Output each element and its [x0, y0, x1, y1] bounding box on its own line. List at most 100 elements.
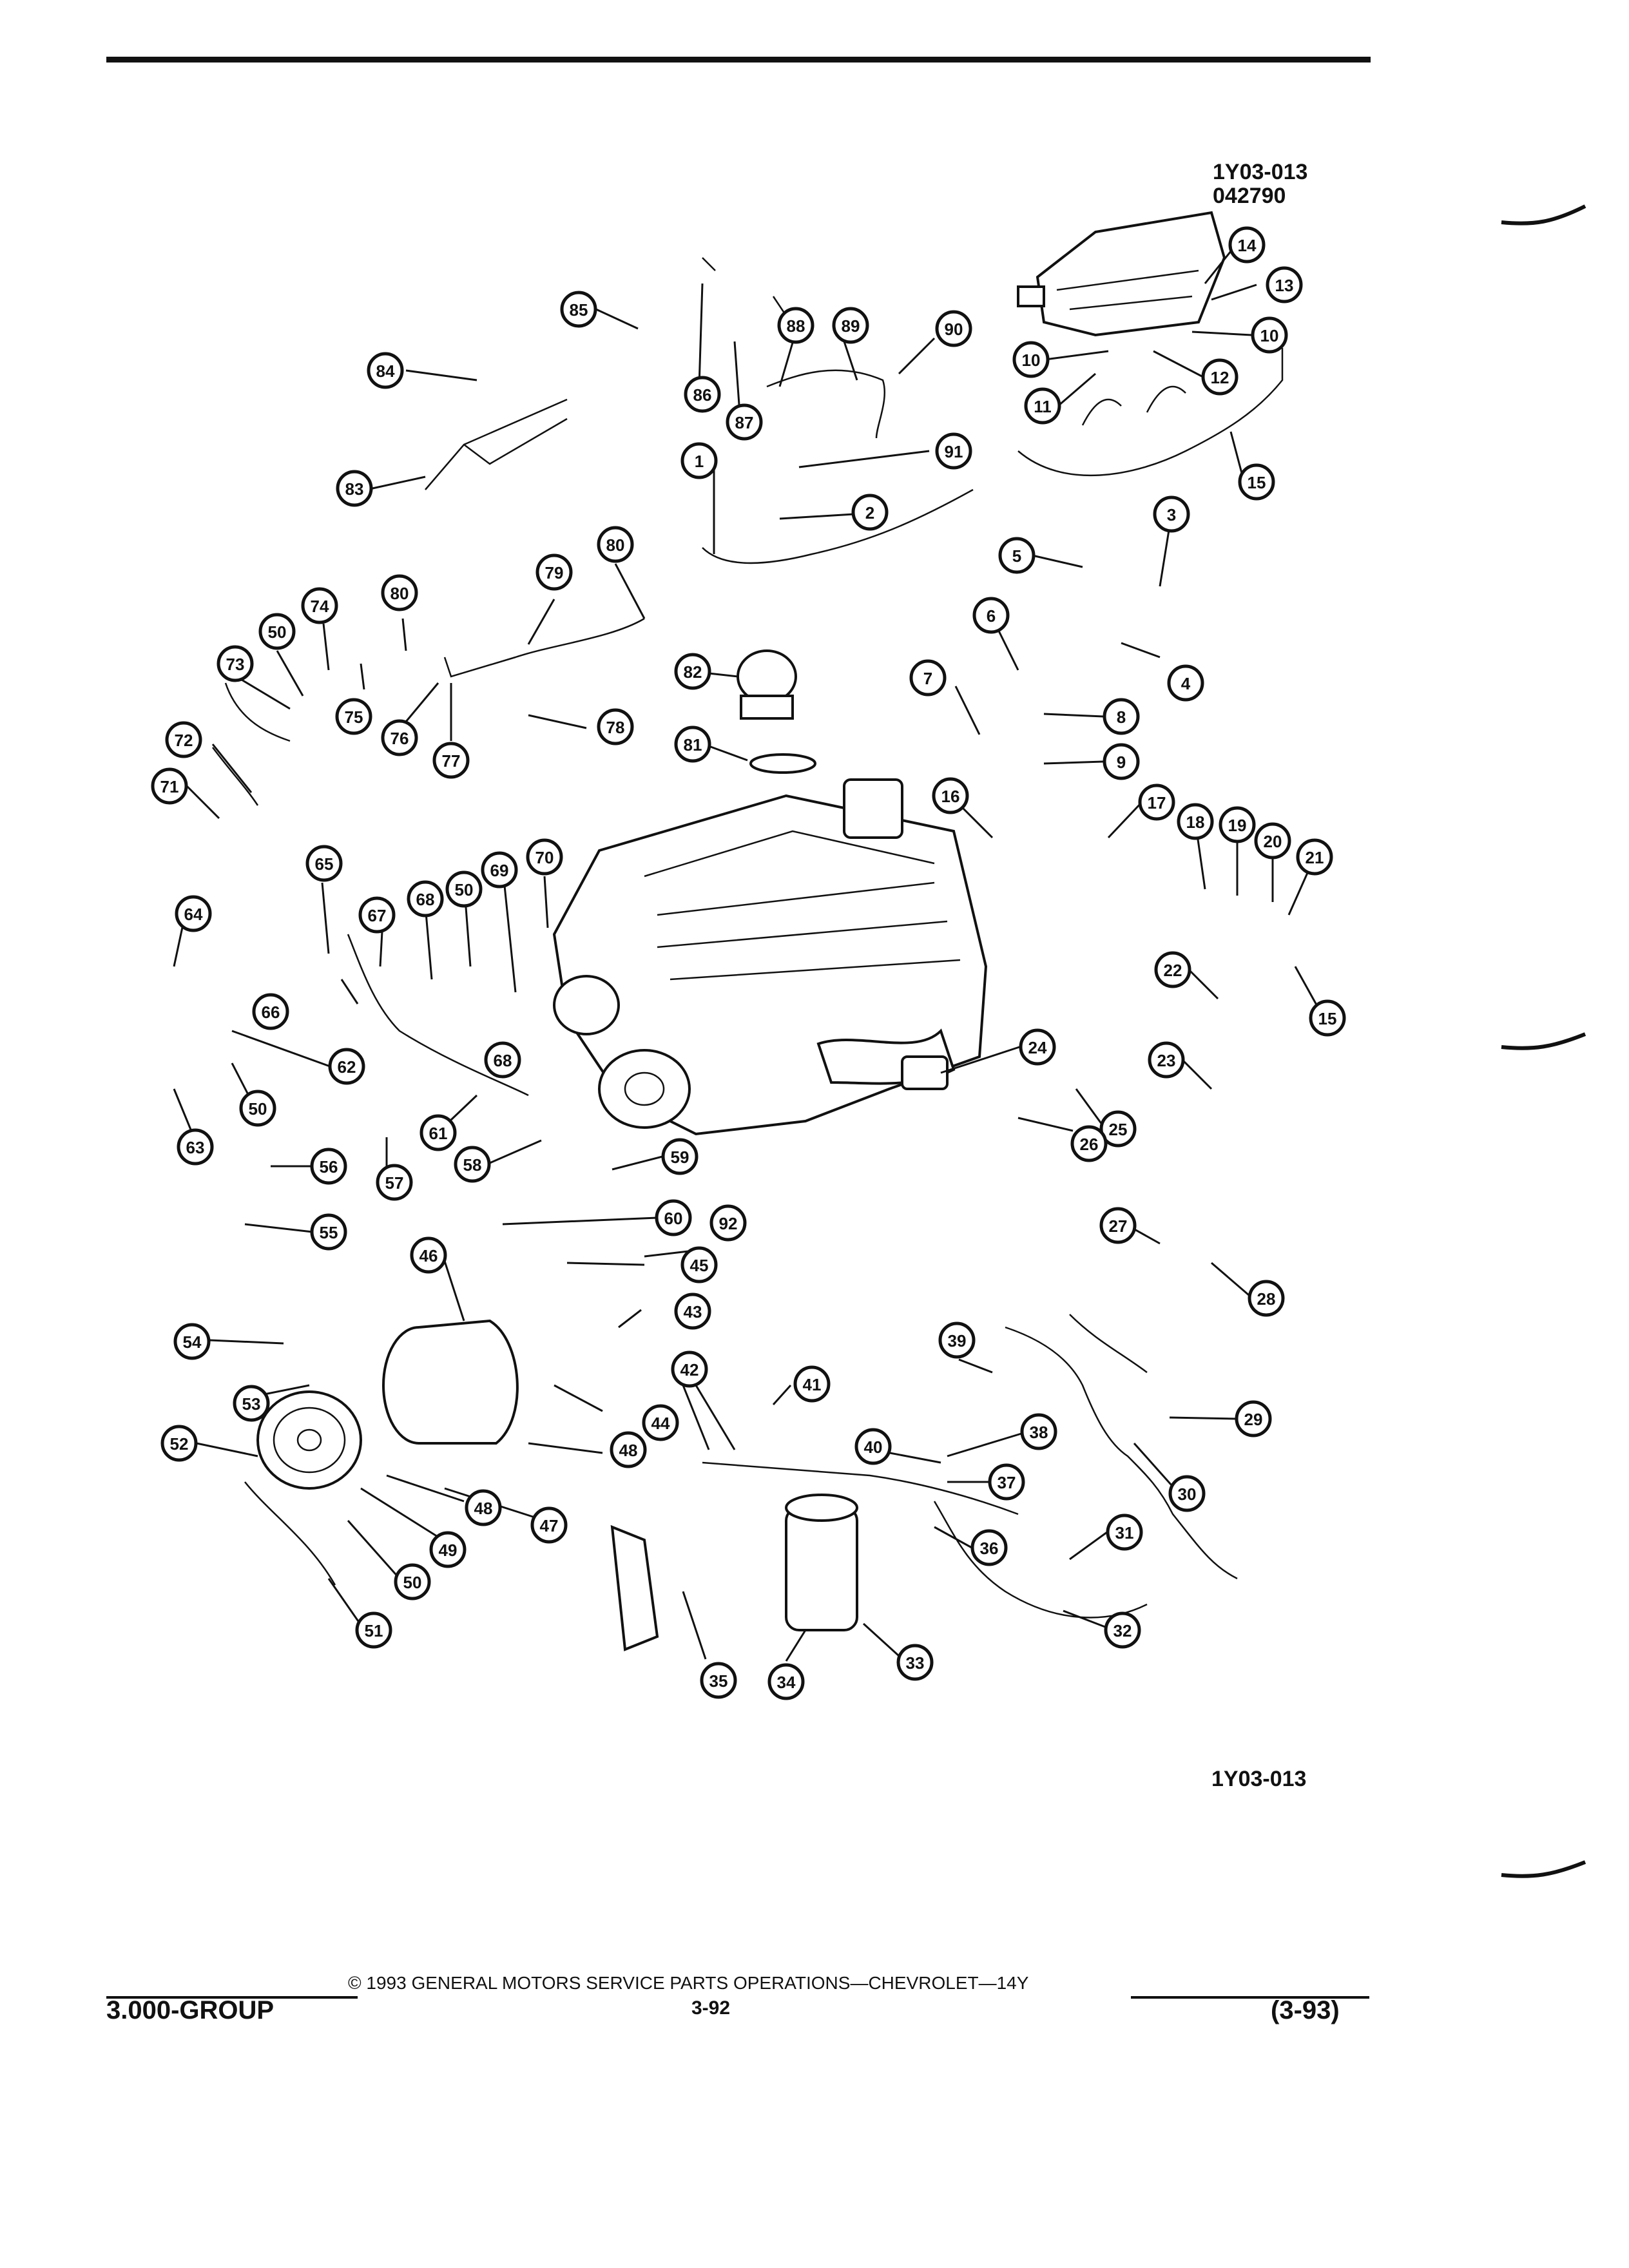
callout-90: 90 — [935, 310, 972, 347]
callout-69: 69 — [481, 851, 518, 889]
callout-number: 10 — [1022, 351, 1041, 370]
callout-50b: 50 — [239, 1090, 276, 1127]
canister-bracket-drawing — [610, 1524, 659, 1651]
callout-number: 9 — [1117, 753, 1126, 772]
callout-number: 48 — [619, 1441, 638, 1460]
callout-number: 80 — [390, 584, 409, 603]
callout-52: 52 — [160, 1425, 198, 1462]
callout-number: 64 — [184, 905, 203, 924]
callout-31: 31 — [1106, 1514, 1143, 1551]
callout-number: 82 — [684, 662, 702, 682]
footer-rule-right — [1131, 1996, 1369, 1999]
callout-number: 7 — [923, 669, 932, 688]
callout-73: 73 — [217, 645, 254, 682]
callout-4: 4 — [1167, 664, 1204, 702]
alternator-drawing — [382, 1319, 519, 1445]
callout-number: 15 — [1248, 473, 1266, 492]
callout-24: 24 — [1019, 1028, 1056, 1066]
callout-number: 25 — [1109, 1120, 1128, 1139]
callout-number: 15 — [1318, 1009, 1337, 1028]
callout-7: 7 — [909, 659, 947, 697]
callout-88: 88 — [777, 307, 815, 344]
callout-33: 33 — [896, 1644, 934, 1681]
callout-number: 60 — [664, 1209, 683, 1228]
callout-number: 83 — [345, 479, 364, 499]
callout-16: 16 — [932, 777, 969, 814]
callout-number: 42 — [680, 1360, 699, 1379]
callout-48a: 48 — [610, 1431, 647, 1468]
callout-39: 39 — [938, 1321, 976, 1359]
callout-76: 76 — [381, 719, 418, 756]
callout-85: 85 — [560, 291, 597, 328]
callout-number: 81 — [684, 735, 702, 754]
callout-41: 41 — [793, 1365, 831, 1403]
callout-5: 5 — [998, 537, 1036, 574]
callout-number: 84 — [376, 361, 395, 381]
callout-59: 59 — [661, 1138, 699, 1175]
callout-number: 63 — [186, 1138, 205, 1157]
callout-11: 11 — [1024, 387, 1061, 425]
callout-number: 78 — [606, 718, 625, 737]
callout-number: 37 — [998, 1473, 1016, 1492]
callout-79: 79 — [535, 553, 573, 591]
callout-number: 55 — [320, 1223, 338, 1242]
callout-number: 48 — [474, 1499, 493, 1518]
callout-84: 84 — [367, 352, 404, 389]
callout-14: 14 — [1228, 226, 1266, 264]
callout-3: 3 — [1153, 495, 1190, 533]
callout-number: 59 — [671, 1148, 689, 1167]
callout-35: 35 — [700, 1662, 737, 1699]
callout-number: 79 — [545, 563, 564, 582]
callout-number: 31 — [1115, 1523, 1134, 1542]
callout-10a: 10 — [1251, 316, 1288, 354]
callout-number: 35 — [709, 1671, 728, 1691]
callout-number: 16 — [941, 787, 960, 806]
callout-53: 53 — [233, 1385, 270, 1422]
callout-number: 88 — [787, 316, 805, 336]
callout-19: 19 — [1219, 806, 1256, 843]
transmission-drawing — [1017, 211, 1226, 337]
figure-date-code: 042790 — [1213, 184, 1286, 208]
callout-12: 12 — [1201, 358, 1239, 396]
callout-65: 65 — [305, 845, 343, 882]
callout-number: 36 — [980, 1539, 999, 1558]
callout-number: 8 — [1117, 707, 1126, 727]
engine-assembly-drawing — [552, 778, 988, 1136]
callout-2: 2 — [851, 494, 889, 531]
callout-29: 29 — [1235, 1400, 1272, 1437]
binder-mark-bottom — [1501, 1860, 1586, 1878]
callout-number: 61 — [429, 1124, 448, 1143]
callout-number: 76 — [390, 729, 409, 748]
callout-10b: 10 — [1012, 341, 1050, 378]
callout-89: 89 — [832, 307, 869, 344]
callout-68a: 68 — [407, 880, 444, 918]
callout-number: 3 — [1167, 505, 1176, 524]
callout-number: 19 — [1228, 816, 1247, 835]
callout-78: 78 — [597, 708, 634, 745]
callout-number: 86 — [693, 385, 712, 405]
callout-number: 20 — [1264, 832, 1282, 851]
callout-number: 73 — [226, 655, 245, 674]
callout-56: 56 — [310, 1148, 347, 1185]
callout-number: 68 — [416, 890, 435, 909]
callout-44: 44 — [642, 1404, 679, 1441]
callout-number: 74 — [311, 597, 329, 616]
callout-number: 67 — [368, 906, 387, 925]
callout-number: 65 — [315, 854, 334, 874]
callout-number: 43 — [684, 1302, 702, 1321]
callout-71: 71 — [151, 767, 188, 805]
callout-13: 13 — [1266, 266, 1303, 303]
callout-17: 17 — [1138, 783, 1175, 821]
callout-number: 85 — [570, 300, 588, 320]
callout-68b: 68 — [484, 1041, 521, 1079]
callout-number: 24 — [1028, 1038, 1047, 1057]
footer-revision: (3-93) — [1271, 1996, 1340, 2024]
binder-mark-top — [1501, 204, 1586, 226]
callout-number: 46 — [419, 1246, 438, 1265]
header-rule — [106, 57, 1371, 62]
callout-number: 58 — [463, 1155, 482, 1175]
callout-34: 34 — [767, 1663, 805, 1700]
vapor-canister-drawing — [785, 1494, 858, 1631]
callout-number: 90 — [945, 320, 963, 339]
